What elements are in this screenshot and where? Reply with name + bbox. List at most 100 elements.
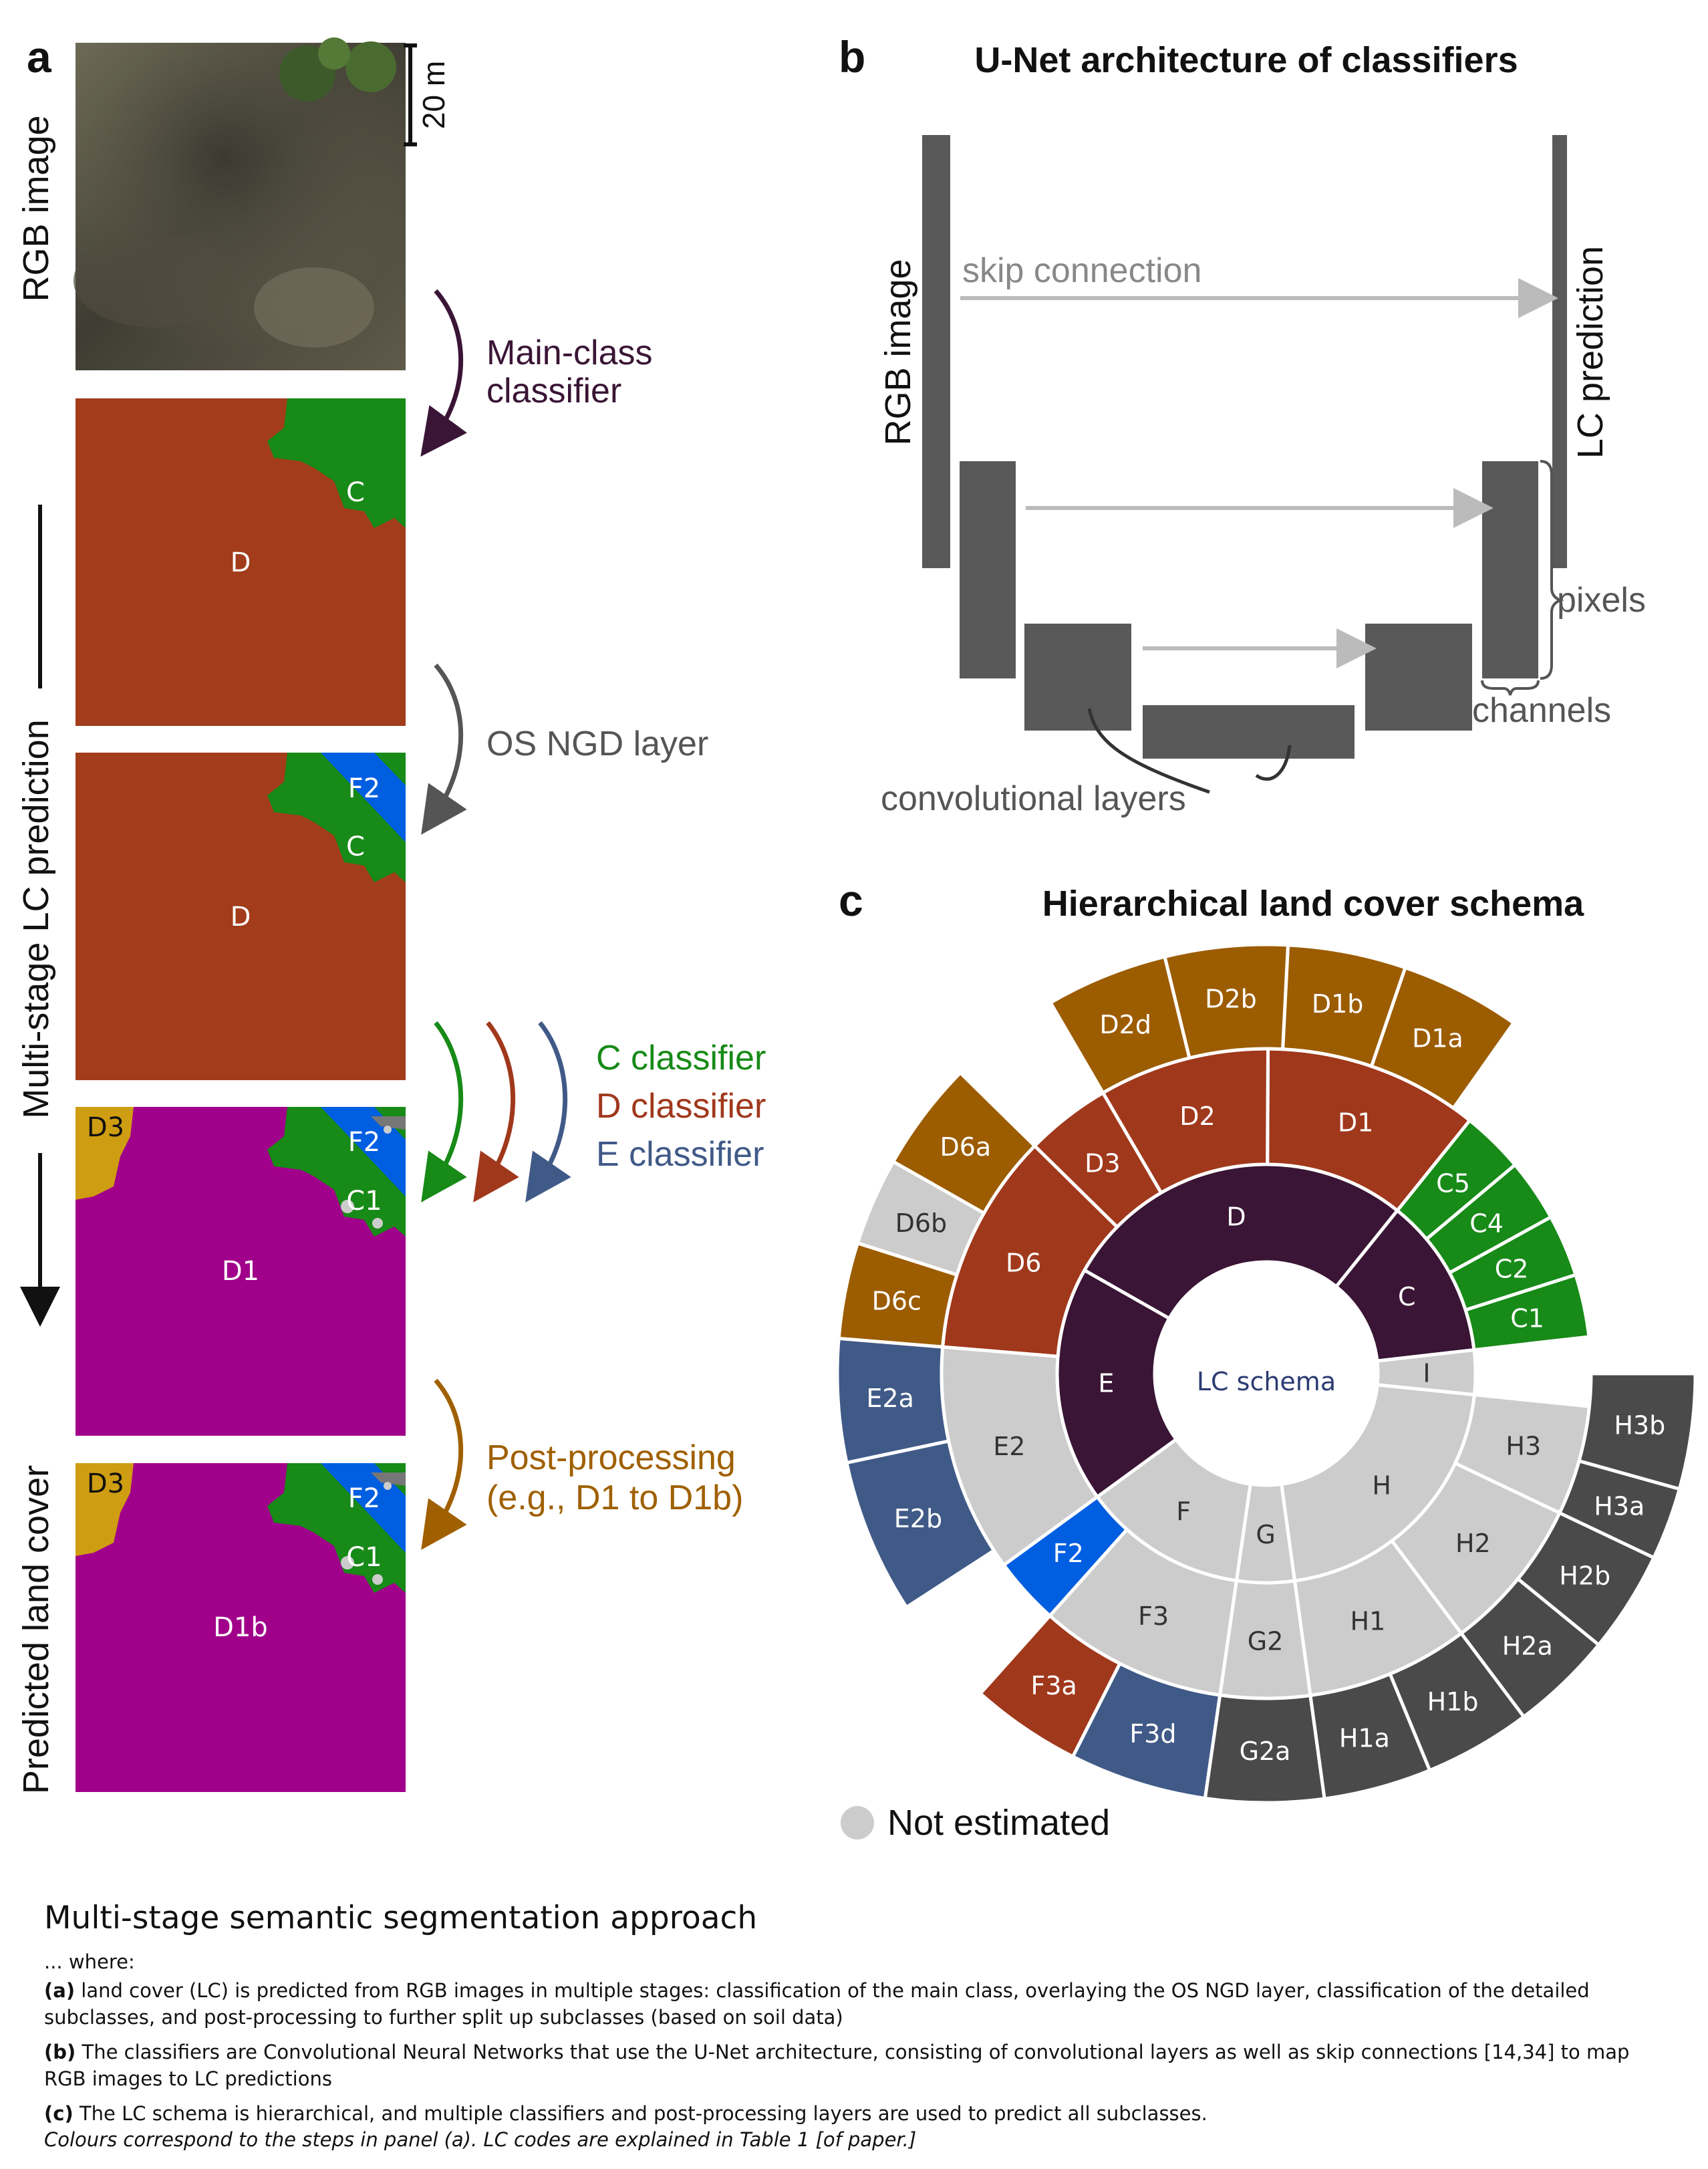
sunburst-segment-g2a: [1203, 1693, 1326, 1805]
sunburst-label-d1: D1: [1338, 1108, 1373, 1138]
step-main-line1: Main-class: [486, 334, 653, 372]
panel-c: c Hierarchical land cover schema DCIHGFE…: [835, 876, 1697, 1843]
sunburst-label-c2: C2: [1495, 1254, 1529, 1283]
sunburst-segment-d6c: [837, 1241, 960, 1349]
caption-b: (b) The classifiers are Convolutional Ne…: [44, 2039, 1648, 2092]
sunburst-segment-d1b: [1280, 943, 1408, 1069]
sunburst-label-f3d: F3d: [1129, 1719, 1176, 1749]
caption-a: (a) land cover (LC) is predicted from RG…: [44, 1977, 1648, 2031]
sunburst-segment-c1: [1463, 1273, 1591, 1352]
sunburst-label-h2: H2: [1455, 1529, 1491, 1558]
sunburst-segment-f3d: [1071, 1661, 1222, 1801]
sunburst-label-d6b: D6b: [895, 1208, 948, 1238]
sunburst-label-e2: E2: [993, 1432, 1025, 1461]
panel-c-letter: c: [839, 876, 863, 925]
sunburst-label-f3: F3: [1138, 1602, 1169, 1631]
step-e-classifier: E classifier: [596, 1135, 764, 1174]
sunburst-segment-h3a: [1557, 1458, 1682, 1560]
caption-c-text: The LC schema is hierarchical, and multi…: [73, 2102, 1207, 2125]
panel-b: b U-Net architecture of classifiers skip…: [839, 32, 1646, 818]
tile-subclass: D3 F2 C1 D1: [76, 1107, 406, 1436]
step-main-line2: classifier: [486, 372, 621, 410]
tile-osngd-label-f2: F2: [348, 773, 380, 804]
sunburst-segment-d1a: [1369, 965, 1516, 1111]
label-rgb-image: RGB image: [16, 115, 56, 301]
scale-bar-label: 20 m: [416, 61, 451, 129]
sunburst-label-e2a: E2a: [866, 1384, 913, 1413]
sunburst-label-i: I: [1423, 1359, 1430, 1388]
arrow-post-processing: [421, 1378, 467, 1550]
tile-osngd-label-d: D: [231, 902, 251, 932]
caption-a-text: land cover (LC) is predicted from RGB im…: [44, 1979, 1590, 2029]
sunburst-center-label: LC schema: [1197, 1367, 1336, 1396]
tile-post-label-d3: D3: [87, 1469, 124, 1499]
tile-osngd-label-c: C: [346, 832, 365, 862]
tile-main-class: C D: [76, 398, 406, 726]
step-osngd: OS NGD layer: [486, 725, 708, 763]
unet-output-layer: [1552, 135, 1567, 568]
sunburst-segment-h1a: [1308, 1672, 1432, 1801]
step-d-classifier: D classifier: [596, 1087, 766, 1126]
sunburst-label-c4: C4: [1469, 1208, 1504, 1238]
lc-sunburst: DCIHGFED1D2D3D6C5C4C2C1H3H2H1G2F3F2E2D1a…: [835, 942, 1697, 1805]
sunburst-hole: [1156, 1263, 1377, 1484]
sunburst-label-d2b: D2b: [1205, 985, 1257, 1014]
sunburst-label-f3a: F3a: [1031, 1671, 1077, 1700]
sunburst-label-h1: H1: [1350, 1606, 1386, 1636]
caption-title: Multi-stage semantic segmentation approa…: [44, 1900, 758, 1936]
sunburst-segment-f3a: [978, 1613, 1123, 1759]
sunburst-label-h3: H3: [1506, 1431, 1541, 1460]
sunburst-label-g2a: G2a: [1240, 1737, 1291, 1766]
arrow-d-classifier: [473, 1021, 519, 1202]
step-post-line1: Post-processing: [486, 1438, 736, 1477]
unet-enc-layer-2: [1024, 624, 1131, 731]
sunburst-label-g2: G2: [1248, 1626, 1284, 1656]
legend-not-estimated-label: Not estimated: [887, 1803, 1110, 1843]
rgb-aerial-tile: [74, 37, 406, 370]
sunburst-label-h3a: H3a: [1594, 1492, 1645, 1521]
conv-pointer-right: [1255, 745, 1292, 781]
sunburst-segment-d2b: [1162, 942, 1290, 1060]
arrow-osngd: [421, 663, 467, 835]
unet-dec-layer-2: [1365, 624, 1472, 731]
sunburst-label-d1a: D1a: [1412, 1024, 1463, 1053]
tile-main-label-d: D: [231, 547, 251, 578]
sunburst-label-d2d: D2d: [1099, 1010, 1151, 1039]
sunburst-label-d6c: D6c: [872, 1286, 921, 1315]
unet-dec-layer-1: [1482, 461, 1538, 678]
sunburst-label-h1a: H1a: [1339, 1724, 1390, 1753]
sunburst-segment-h2b: [1516, 1511, 1657, 1648]
sunburst-label-h: H: [1372, 1471, 1391, 1501]
sunburst-label-d6a: D6a: [940, 1132, 991, 1162]
caption-b-tag: (b): [44, 2041, 76, 2063]
pixels-brace: [1540, 460, 1564, 680]
sunburst-label-h2a: H2a: [1502, 1632, 1553, 1661]
tile-post-label-c1: C1: [346, 1542, 382, 1573]
unet-input-layer: [922, 135, 950, 568]
channels-brace: [1481, 680, 1540, 696]
figure-canvas: a 20 m C D F2: [16, 32, 1697, 1843]
tile-sub-label-c1: C1: [346, 1186, 382, 1217]
caption-where: ... where:: [44, 1950, 135, 1973]
sunburst-segment-d6b: [855, 1159, 986, 1277]
sunburst-label-g: G: [1256, 1520, 1275, 1549]
unet-label-skip: skip connection: [962, 251, 1201, 290]
sunburst-segment-d6a: [891, 1070, 1037, 1216]
arrow-e-classifier: [525, 1021, 571, 1202]
sunburst-label-h2b: H2b: [1559, 1561, 1610, 1590]
panel-a: a 20 m C D F2: [16, 32, 766, 1794]
sunburst-label-f2: F2: [1053, 1539, 1084, 1568]
arrow-main-class: [420, 289, 467, 457]
tile-post-label-f2: F2: [348, 1483, 380, 1514]
unet-bottleneck: [1143, 705, 1355, 759]
tile-sub-label-f2: F2: [348, 1127, 380, 1158]
unet-label-channels: channels: [1472, 691, 1611, 730]
sunburst-label-d: D: [1226, 1202, 1246, 1231]
sunburst-segment-h1b: [1387, 1631, 1526, 1773]
tile-osngd: F2 C D: [76, 753, 406, 1080]
legend-not-estimated-swatch: [841, 1806, 874, 1839]
unet-label-out: LC prediction: [1570, 246, 1610, 459]
sunburst-segment-h2a: [1459, 1576, 1602, 1719]
scale-bar: 20 m: [404, 43, 451, 146]
unet-enc-layer-1: [960, 461, 1016, 678]
